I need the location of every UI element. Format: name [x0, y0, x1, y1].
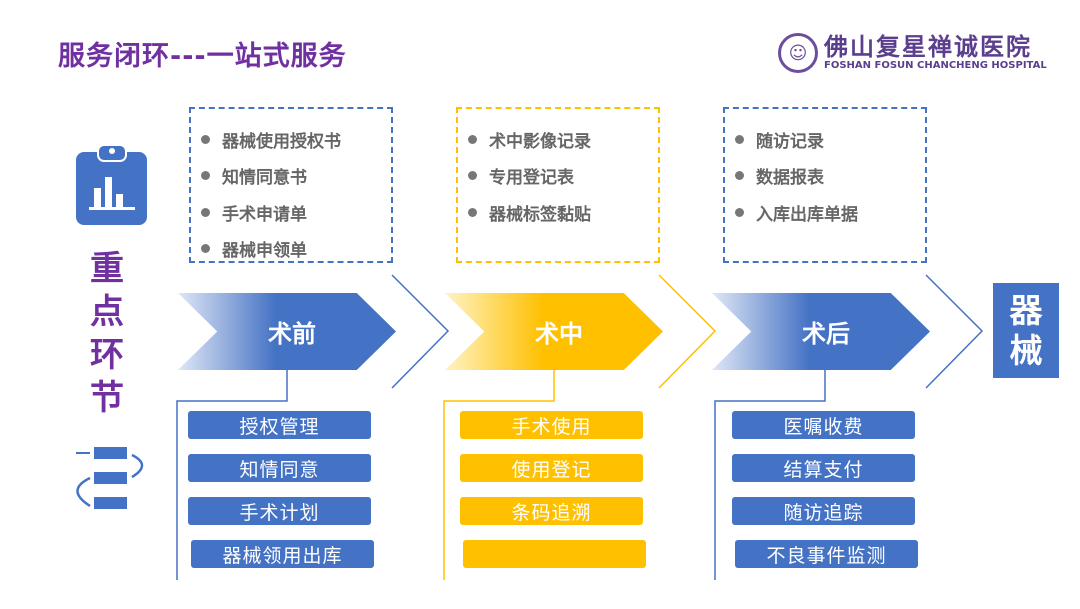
list-item-label: 知情同意书	[222, 168, 307, 189]
list-item: 器械使用授权书	[201, 121, 391, 158]
action-item: 器械领用出库	[191, 540, 374, 568]
bullet-icon	[468, 134, 477, 144]
action-item	[463, 540, 646, 568]
list-item: 手术申请单	[201, 194, 391, 231]
label-char: 节	[90, 378, 124, 418]
list-item: 随访记录	[735, 121, 925, 158]
list-item-label: 入库出库单据	[756, 204, 858, 225]
list-item-label: 专用登记表	[489, 168, 574, 189]
list-item-label: 器械申领单	[222, 241, 307, 262]
bullet-icon	[201, 207, 210, 217]
bullet-icon	[468, 207, 477, 217]
bullet-icon	[468, 171, 477, 181]
list-item-label: 器械标签黏贴	[489, 204, 591, 225]
list-item: 知情同意书	[201, 158, 391, 195]
clipboard-chart-icon	[76, 144, 147, 225]
bullet-icon	[735, 134, 744, 144]
label-char: 环	[90, 335, 124, 375]
action-item: 手术使用	[460, 411, 643, 439]
hospital-logo: ☺ 佛山复星禅诚医院 FOSHAN FOSUN CHANCHENG HOSPIT…	[778, 33, 1047, 73]
action-item: 不良事件监测	[735, 540, 918, 568]
page-title: 服务闭环---一站式服务	[58, 41, 347, 72]
logo-name-cn: 佛山复星禅诚医院	[824, 33, 1032, 61]
list-item: 术中影像记录	[468, 121, 658, 158]
key-stages-label: 重 点 环 节	[90, 248, 124, 420]
list-item-label: 随访记录	[756, 131, 824, 152]
hospital-seal-icon: ☺	[778, 33, 818, 73]
list-item-label: 器械使用授权书	[222, 131, 341, 152]
action-item: 使用登记	[460, 454, 643, 482]
bullet-icon	[735, 207, 744, 217]
bullet-icon	[735, 171, 744, 181]
bullet-icon	[201, 171, 210, 181]
end-box-char: 器	[1009, 290, 1043, 330]
list-item-label: 术中影像记录	[489, 131, 591, 152]
list-item: 入库出库单据	[735, 194, 925, 231]
action-item: 条码追溯	[460, 497, 643, 525]
list-item: 专用登记表	[468, 158, 658, 195]
label-char: 重	[90, 249, 124, 289]
action-item: 手术计划	[188, 497, 371, 525]
post-op-documents: 随访记录 数据报表 入库出库单据	[723, 107, 927, 263]
cycle-list-icon	[76, 447, 144, 509]
list-item-label: 数据报表	[756, 168, 824, 189]
action-item: 知情同意	[188, 454, 371, 482]
list-item: 器械标签黏贴	[468, 194, 658, 231]
logo-name-en: FOSHAN FOSUN CHANCHENG HOSPITAL	[824, 60, 1047, 71]
end-box-char: 械	[1009, 330, 1043, 370]
action-item: 随访追踪	[732, 497, 915, 525]
list-item: 器械申领单	[201, 231, 391, 268]
action-item: 授权管理	[188, 411, 371, 439]
intra-op-documents: 术中影像记录 专用登记表 器械标签黏贴	[456, 107, 660, 263]
bullet-icon	[201, 244, 210, 254]
pre-op-documents: 器械使用授权书 知情同意书 手术申请单 器械申领单	[189, 107, 393, 263]
action-item: 医嘱收费	[732, 411, 915, 439]
action-item: 结算支付	[732, 454, 915, 482]
label-char: 点	[90, 292, 124, 332]
device-end-box: 器械	[993, 283, 1059, 378]
list-item-label: 手术申请单	[222, 204, 307, 225]
list-item: 数据报表	[735, 158, 925, 195]
bullet-icon	[201, 134, 210, 144]
